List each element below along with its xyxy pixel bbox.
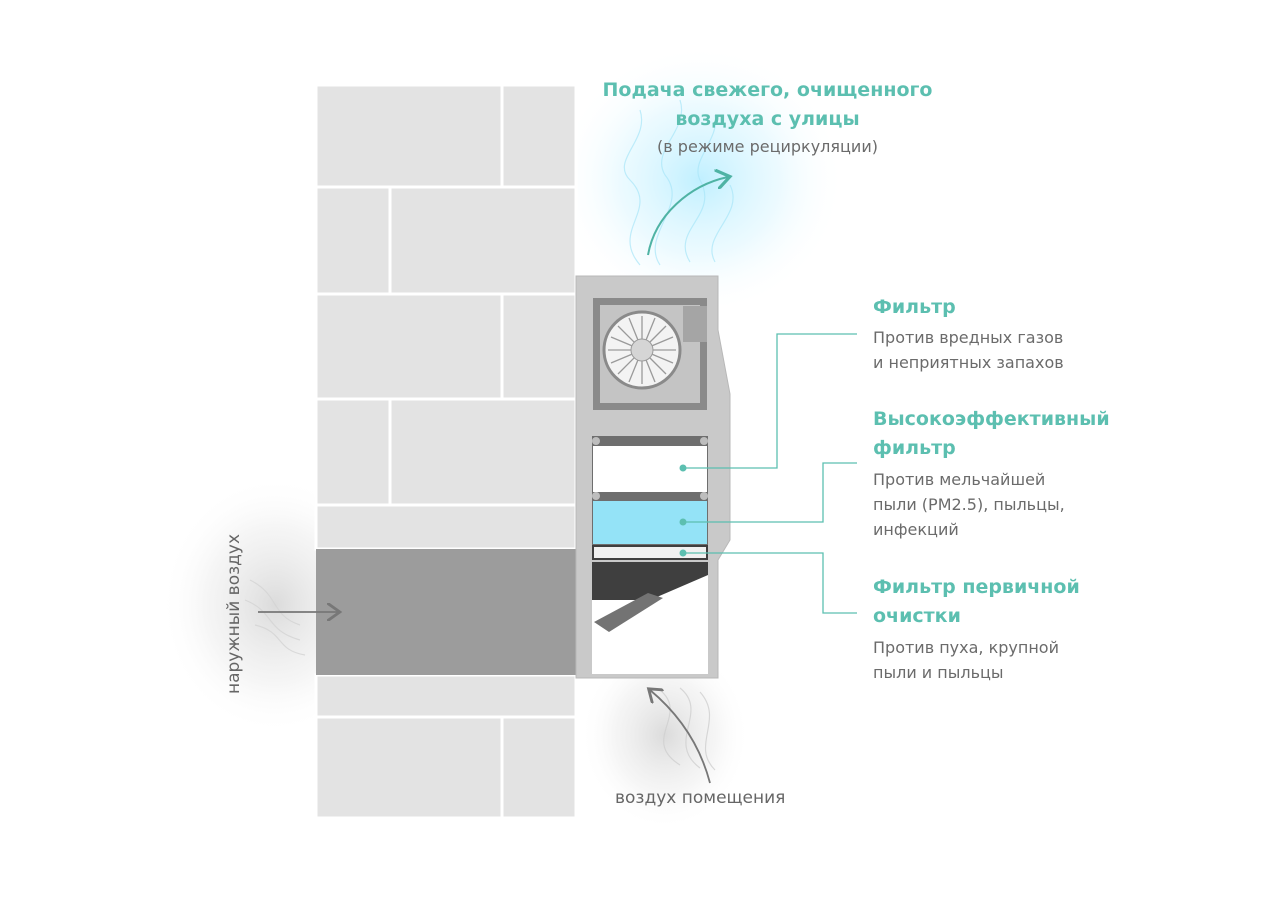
hepa-leader-line [683, 462, 857, 523]
room-air-label: воздух помещения [615, 788, 786, 808]
carbon-filter [593, 446, 707, 492]
hepa-leader-dot [679, 518, 687, 526]
air-duct [316, 549, 576, 675]
pre-filter-title: Фильтр первичной очистки [873, 576, 1080, 627]
prefilter-leader-line [683, 552, 857, 614]
fresh-air-wisps [623, 99, 734, 266]
outdoor-air-wisps [244, 579, 306, 656]
filter-leader-dot [679, 464, 687, 472]
room-air-wisps [659, 687, 716, 771]
room-air-arrow [650, 690, 711, 784]
carbon-filter-desc: Против вредных газов и неприятных запахо… [873, 328, 1064, 372]
pre-filter-desc: Против пуха, крупной пыли и пыльцы [873, 638, 1059, 682]
fresh-air-arrow [647, 177, 728, 256]
outdoor-air-label: наружный воздух [224, 533, 244, 695]
hepa-filter-desc: Против мельчайшей пыли (PM2.5), пыльцы, … [873, 470, 1065, 539]
ventilation-unit [575, 275, 731, 679]
hepa-filter-title: Высокоэффективный фильтр [873, 408, 1110, 459]
filter-leader-line [683, 333, 857, 469]
brick-wall [314, 83, 578, 820]
carbon-filter-title: Фильтр [873, 296, 956, 318]
prefilter-leader-dot [679, 549, 687, 557]
supply-note: (в режиме рециркуляции) [657, 137, 878, 156]
supply-title: Подача свежего, очищенного воздуха с ули… [602, 79, 933, 130]
